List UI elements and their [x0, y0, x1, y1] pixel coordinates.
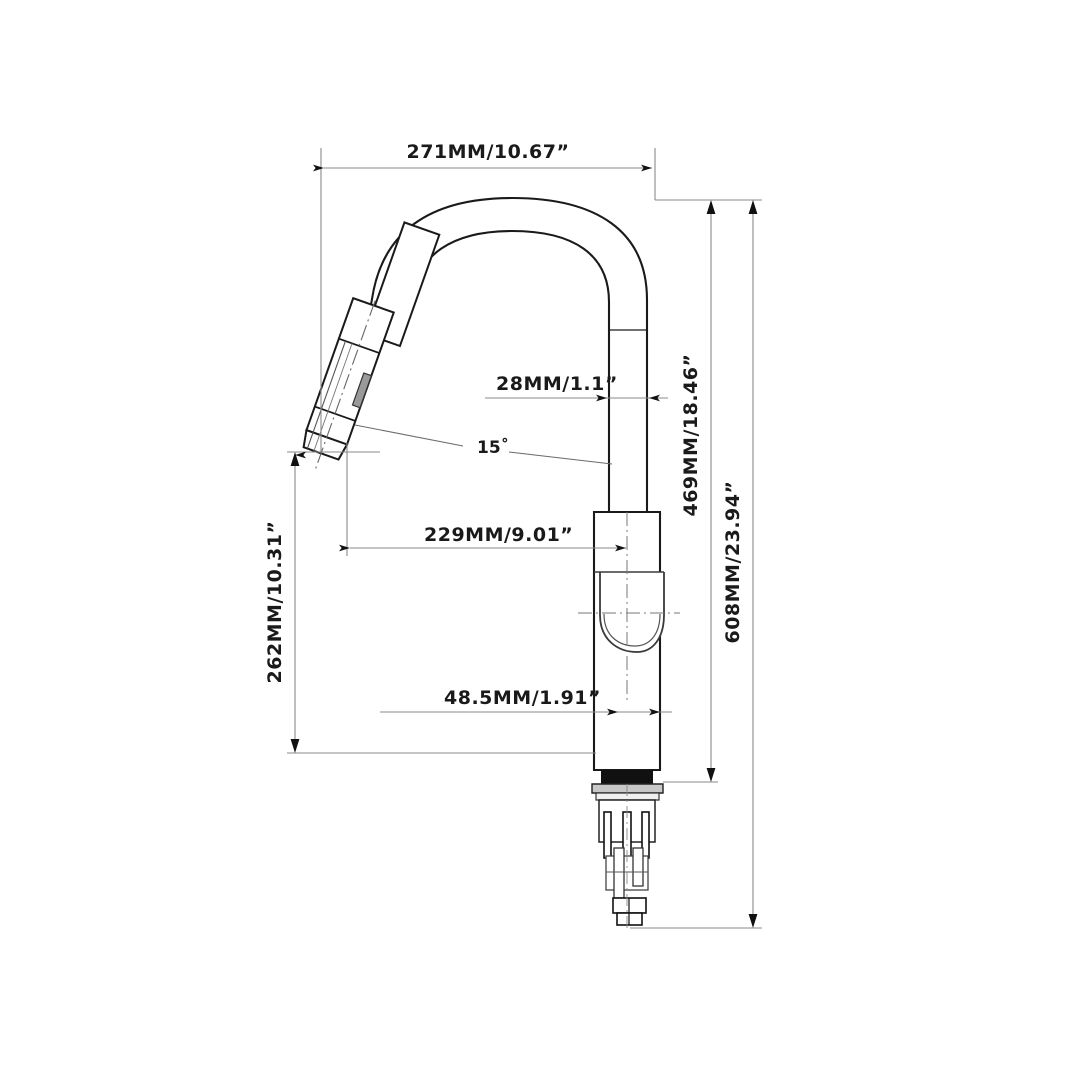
dim-label-spout-height: 262MM/10.31” [264, 520, 286, 683]
spray-head-edge-left-2 [313, 343, 353, 451]
dim-label-tube-diameter: 28MM/1.1” [496, 373, 618, 395]
spray-head-centerline [313, 300, 376, 473]
spray-head-group [302, 296, 396, 473]
handle-lever-u [599, 572, 665, 653]
handle-lever-inner [603, 613, 661, 647]
mounting-flange [591, 783, 664, 794]
dim-label-spout-reach: 229MM/9.01” [424, 524, 573, 546]
dim-arrowhead-608-bottom [748, 914, 758, 928]
bracket-post-right [632, 847, 644, 887]
spray-mode-button [351, 372, 373, 409]
dimension-annotation-layer: 271MM/10.67” 28MM/1.1” 15˚ 229MM/9.01” 4… [264, 141, 762, 929]
dim-label-height-above-deck: 469MM/18.46” [680, 353, 702, 516]
leader-line-angle-left [354, 424, 464, 447]
faucet-body-geometry [302, 196, 680, 930]
dim-arrowhead-262-top [290, 452, 300, 466]
dim-label-body-diameter: 48.5MM/1.91” [444, 687, 601, 709]
deck-gasket [601, 770, 653, 784]
dim-arrowhead-608-top [748, 200, 758, 214]
spout-outer-arc [364, 196, 649, 335]
spray-head-outline [305, 296, 396, 446]
dim-arrowhead-469-bottom [706, 768, 716, 782]
dim-label-spray-angle: 15˚ [477, 436, 509, 458]
shank-slot-left [603, 811, 612, 859]
leader-line-angle-right [508, 451, 613, 465]
flange-washer [595, 792, 660, 801]
dim-arrowhead-262-bottom [290, 739, 300, 753]
dim-label-overall-height: 608MM/23.94” [722, 480, 744, 643]
spray-head-edge-left [306, 340, 346, 449]
bracket-post-left [613, 847, 625, 899]
dim-label-overall-width: 271MM/10.67” [406, 141, 569, 163]
dim-arrowhead-469-top [706, 200, 716, 214]
